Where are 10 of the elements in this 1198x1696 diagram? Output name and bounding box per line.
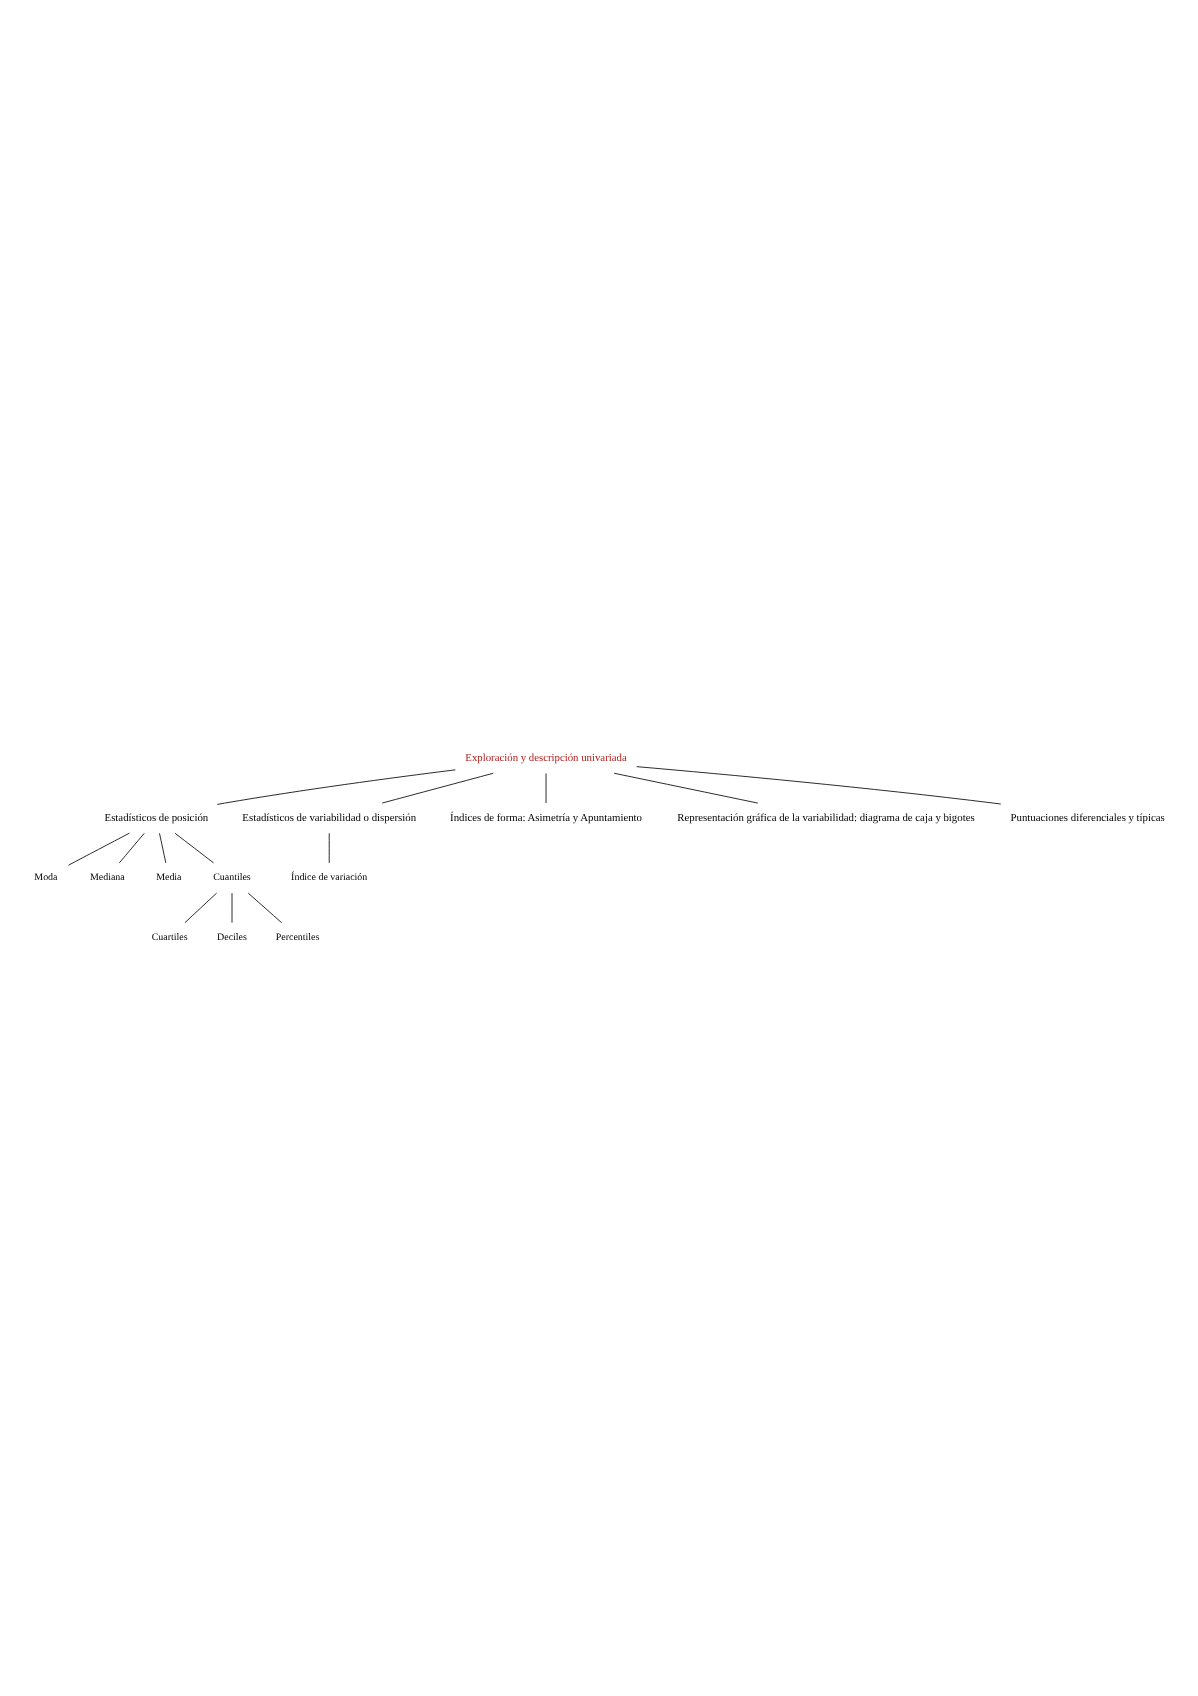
connector — [118, 832, 145, 864]
connector — [184, 892, 218, 924]
connector — [174, 832, 214, 864]
connector — [159, 832, 167, 864]
connector — [381, 772, 494, 804]
connector — [636, 766, 1002, 805]
connector — [68, 832, 130, 866]
connector — [247, 892, 282, 924]
connector — [216, 769, 456, 805]
connector — [613, 772, 759, 804]
